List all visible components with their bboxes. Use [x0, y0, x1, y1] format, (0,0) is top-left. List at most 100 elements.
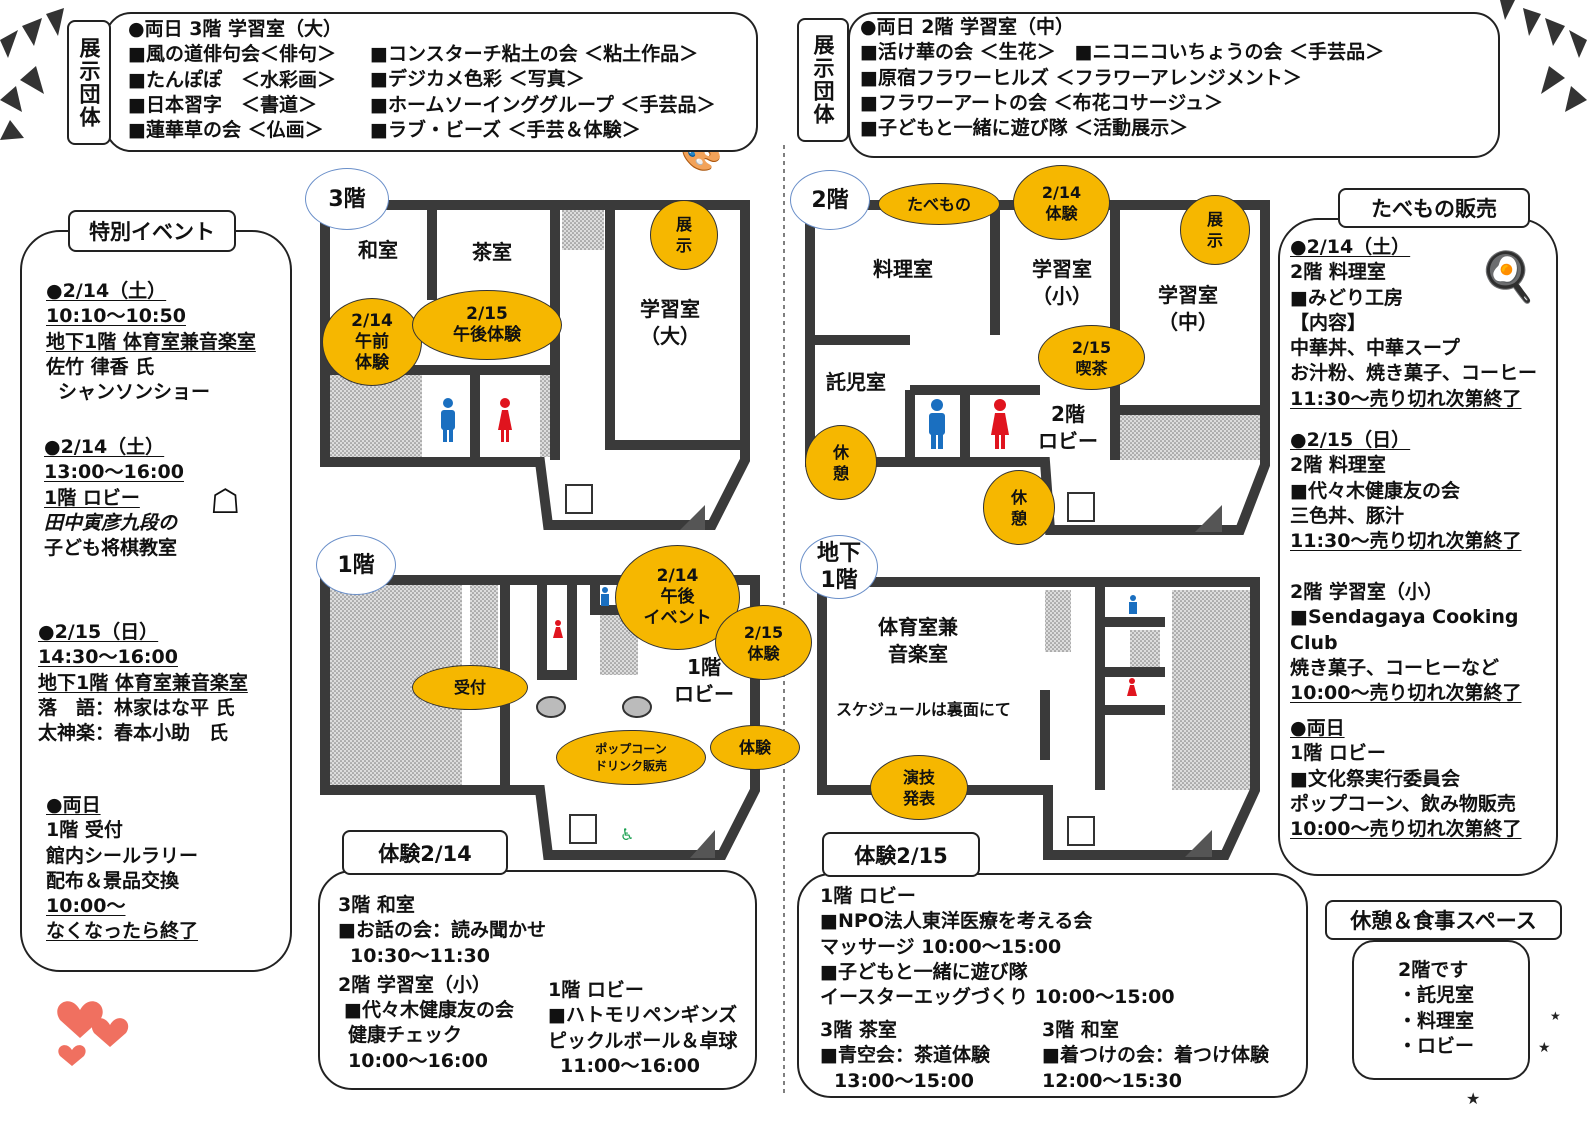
line: ・託児室 — [1398, 984, 1475, 1007]
food-s4: ●両日 1階 ロビー ■文化祭実行委員会 ポップコーン、飲み物販売 10:00～… — [1290, 716, 1521, 842]
event-place: 地下1階 体育室兼音楽室 — [38, 671, 248, 694]
bunting-right — [1500, 0, 1587, 112]
l: 学習室 — [1032, 257, 1092, 281]
place: 3階 和室 — [1042, 1019, 1119, 1041]
bubble-exhibit-3f: 展示 — [650, 200, 718, 270]
cook-icon: 🍳 — [1478, 249, 1538, 305]
l: （小） — [1032, 284, 1092, 308]
food-s1: ●2/14（土） 2階 料理室 ■みどり工房 【内容】 中華丼、中華スープ お汁… — [1290, 235, 1537, 412]
exhibitor: ■原宿フラワーヒルズ ＜フラワーアレンジメント＞ — [860, 66, 1302, 89]
event-time: 10:10～10:50 — [46, 305, 186, 328]
event-date: ●2/15（日） — [38, 621, 159, 643]
bubble-popcorn: ポップコーンドリンク販売 — [556, 730, 706, 785]
org: Club — [1290, 631, 1338, 654]
food-title: たべもの販売 — [1338, 188, 1530, 228]
line: ・料理室 — [1398, 1009, 1475, 1032]
special-events-panel — [20, 230, 292, 972]
time: 10:00～売り切れ次第終了 — [1290, 682, 1522, 705]
exhibitor: ■フラワーアートの会 ＜布花コサージュ＞ — [860, 91, 1223, 114]
exhibitor: ■コンスターチ粘土の会 ＜粘土作品＞ — [370, 43, 699, 65]
stairs-icons — [680, 505, 1222, 858]
food-panel — [1278, 218, 1558, 876]
event-date: ●2/14（土） — [44, 436, 165, 458]
room-gym: 体育室兼音楽室 — [878, 614, 958, 668]
l: ロビー — [674, 682, 734, 706]
event-performer: 落 語：林家はな平 氏 — [38, 696, 235, 719]
event-time: 14:30～16:00 — [38, 646, 178, 669]
place: 2階 学習室（小） — [338, 973, 491, 996]
room-daycare: 託児室 — [826, 370, 886, 394]
label: 【内容】 — [1290, 311, 1367, 334]
activity: イースターエッグづくり 10:00～15:00 — [820, 986, 1175, 1009]
t: 2/15 — [466, 304, 508, 324]
event-time: 10:00～ — [46, 895, 126, 918]
elevator-icons — [565, 484, 1095, 846]
time: 10:00～16:00 — [348, 1049, 488, 1072]
exp214-title: 体験2/14 — [342, 830, 508, 875]
menu: 焼き菓子、コーヒーなど — [1290, 656, 1500, 679]
room-washitsu: 和室 — [358, 238, 398, 262]
time: 10:30～11:30 — [350, 944, 490, 967]
menu: 中華丼、中華スープ — [1290, 337, 1460, 360]
event-title: 配布＆景品交換 — [46, 869, 180, 892]
time: 11:30～売り切れ次第終了 — [1290, 530, 1522, 553]
org: ■文化祭実行委員会 — [1290, 767, 1460, 790]
org: ■青空会：茶道体験 — [820, 1044, 990, 1067]
org: ■ハトモリペンギンズ — [548, 1004, 738, 1027]
line: ・ロビー — [1398, 1034, 1475, 1057]
accessible-toilet-icon: ♿ — [620, 825, 634, 844]
event-performer: 太神楽：春本小助 氏 — [38, 722, 229, 745]
t: ドリンク販売 — [594, 758, 667, 773]
event-3: ●2/15（日） 14:30～16:00 地下1階 体育室兼音楽室 落 語：林家… — [38, 620, 248, 746]
t: 2/15 — [743, 622, 784, 642]
bubble-reception: 受付 — [412, 665, 528, 710]
exhibitors-left-panel — [105, 12, 758, 152]
event-title: 子ども将棋教室 — [44, 537, 178, 560]
room-study-large: 学習室（大） — [640, 296, 700, 350]
label-line: 地下 — [816, 541, 861, 566]
t: 午前 — [355, 331, 389, 352]
exhibitor: ■日本習字 ＜書道＞ — [128, 93, 317, 116]
event-place: 1階 ロビー — [44, 486, 140, 509]
l: （大） — [640, 324, 700, 348]
floor-1-walls — [320, 575, 760, 860]
label-line: 1階 — [820, 568, 858, 593]
schedule-note: スケジュールは裏面にて — [836, 700, 1011, 719]
t: 憩 — [832, 463, 849, 483]
event-performer: 田中寅彦九段の — [44, 511, 178, 534]
t: 体験 — [1045, 203, 1078, 223]
exhibitor: ■蓮華草の会 ＜仏画＞ — [128, 119, 324, 142]
place: 2階 料理室 — [1290, 454, 1386, 477]
t: 2/15 — [1071, 337, 1112, 357]
room-kitchen: 料理室 — [873, 257, 933, 281]
place: 2階 料理室 — [1290, 261, 1386, 284]
place: 2階 学習室（小） — [1290, 581, 1443, 603]
org: ■Sendagaya Cooking — [1290, 606, 1519, 629]
t: 展 — [1206, 210, 1223, 229]
l: 1階 — [687, 655, 721, 679]
t: 喫茶 — [1075, 358, 1108, 378]
bunting-left — [0, 8, 64, 140]
t: 憩 — [1010, 508, 1027, 528]
t: 午後体験 — [453, 325, 521, 345]
event-date: ●両日 — [46, 794, 101, 816]
org: ■着つけの会：着つけ体験 — [1042, 1044, 1269, 1067]
t: 午後 — [660, 587, 695, 607]
t: 演技 — [902, 767, 935, 787]
org: ■NPO法人東洋医療を考える会 — [820, 910, 1093, 933]
exp215-title: 体験2/15 — [822, 832, 980, 877]
rest-panel — [1352, 940, 1530, 1080]
l: 2階 — [1051, 402, 1085, 426]
t: 展 — [675, 215, 692, 234]
exhibitors-left-col1: ●両日 3階 学習室（大） ■風の道俳句会＜俳句＞ ■たんぽぽ ＜水彩画＞ ■日… — [128, 17, 342, 143]
shogi-icon: ☖ — [210, 482, 241, 522]
exhibitor: ■風の道俳句会＜俳句＞ — [128, 43, 336, 66]
bubble-performance: 演技発表 — [870, 755, 968, 820]
date: ●2/15（日） — [1290, 429, 1411, 451]
l: 体育室兼 — [878, 615, 958, 639]
food-s3: 2階 学習室（小） ■Sendagaya Cooking Club 焼き菓子、コ… — [1290, 580, 1521, 706]
org: ■代々木健康友の会 — [344, 999, 514, 1022]
t: 2/14 — [1041, 182, 1082, 202]
t: 示 — [675, 236, 692, 255]
